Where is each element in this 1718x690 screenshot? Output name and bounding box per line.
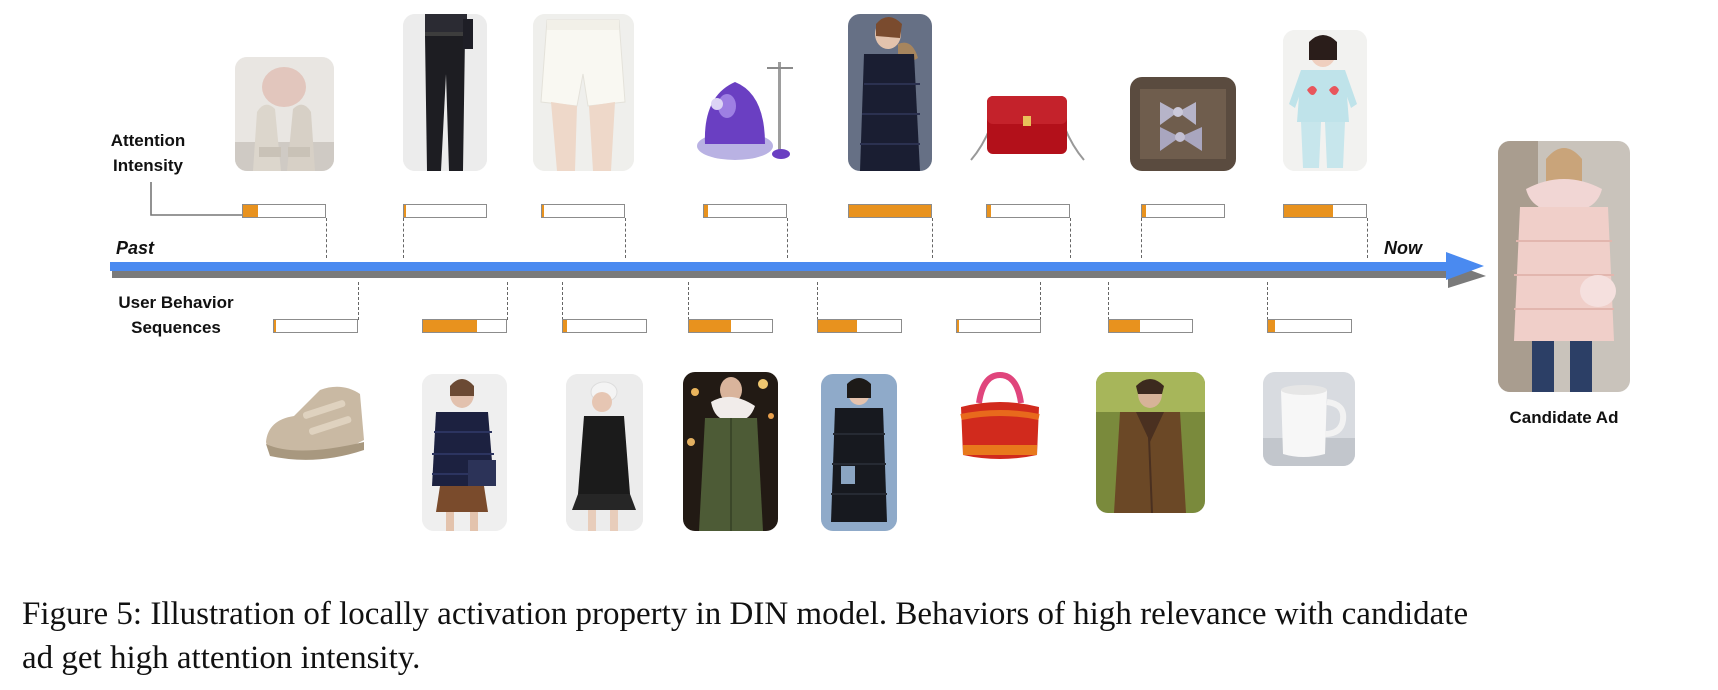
top-attention-bar-1 bbox=[242, 204, 326, 218]
figure-caption: Figure 5: Illustration of locally activa… bbox=[22, 592, 1716, 680]
bottom-connector-7 bbox=[1108, 282, 1109, 320]
hair-bows-image bbox=[1130, 77, 1236, 171]
top-attention-bar-5 bbox=[848, 204, 932, 218]
attention-fill bbox=[849, 205, 931, 217]
user-behavior-sequences-label: User Behavior Sequences bbox=[118, 293, 234, 337]
bottom-connector-5 bbox=[817, 282, 818, 320]
attention-fill bbox=[274, 320, 277, 332]
past-label: Past bbox=[116, 238, 155, 258]
attention-fill bbox=[987, 205, 992, 217]
bottom-connector-8 bbox=[1267, 282, 1268, 320]
bottom-connector-6 bbox=[1040, 282, 1041, 320]
top-connector-4 bbox=[787, 218, 788, 258]
top-attention-bar-2 bbox=[403, 204, 487, 218]
bottom-connector-2 bbox=[507, 282, 508, 320]
red-handbag-image bbox=[963, 86, 1092, 171]
white-shorts-image bbox=[533, 14, 634, 171]
bottom-attention-bar-2 bbox=[422, 319, 507, 333]
caption-line-2: ad get high attention intensity. bbox=[22, 640, 421, 676]
caption-line-1: Figure 5: Illustration of locally activa… bbox=[22, 596, 1469, 632]
top-connector-3 bbox=[625, 218, 626, 258]
attention-fill bbox=[1284, 205, 1334, 217]
top-connector-6 bbox=[1070, 218, 1071, 258]
bottom-attention-bar-4 bbox=[688, 319, 773, 333]
attention-intensity-connector bbox=[150, 182, 242, 216]
bottom-attention-bar-1 bbox=[273, 319, 358, 333]
white-mug-image bbox=[1263, 372, 1355, 466]
attention-intensity-label: Attention Intensity bbox=[110, 131, 186, 175]
attention-fill bbox=[704, 205, 709, 217]
top-attention-bar-3 bbox=[541, 204, 625, 218]
bottom-connector-1 bbox=[358, 282, 359, 320]
timeline-arrow bbox=[110, 252, 1486, 288]
attention-fill bbox=[818, 320, 857, 332]
top-connector-5 bbox=[932, 218, 933, 258]
top-attention-bar-8 bbox=[1283, 204, 1367, 218]
metallic-sneaker-image bbox=[256, 372, 373, 472]
red-orange-handbag-image bbox=[953, 371, 1047, 466]
attention-fill bbox=[404, 205, 407, 217]
bottom-connector-4 bbox=[688, 282, 689, 320]
black-trousers-image bbox=[403, 14, 487, 171]
top-connector-2 bbox=[403, 218, 404, 258]
bottom-attention-bar-3 bbox=[562, 319, 647, 333]
gloves-image bbox=[235, 57, 334, 171]
attention-fill bbox=[1268, 320, 1275, 332]
top-attention-bar-7 bbox=[1141, 204, 1225, 218]
bottom-connector-3 bbox=[562, 282, 563, 320]
attention-fill bbox=[243, 205, 258, 217]
candidate-ad-image bbox=[1498, 141, 1630, 392]
attention-fill bbox=[423, 320, 477, 332]
brown-jacket-image bbox=[1096, 372, 1205, 513]
garment-steamer-image bbox=[687, 56, 805, 171]
candidate-ad-label: Candidate Ad bbox=[1509, 408, 1619, 427]
attention-fill bbox=[563, 320, 568, 332]
kids-pajamas-image bbox=[1283, 30, 1367, 171]
black-dress-image bbox=[566, 374, 643, 531]
black-long-coat-image bbox=[821, 374, 897, 531]
attention-fill bbox=[1109, 320, 1140, 332]
attention-fill bbox=[542, 205, 545, 217]
top-connector-8 bbox=[1367, 218, 1368, 258]
olive-parka-image bbox=[683, 372, 778, 531]
top-connector-7 bbox=[1141, 218, 1142, 258]
attention-fill bbox=[689, 320, 731, 332]
bottom-attention-bar-6 bbox=[956, 319, 1041, 333]
attention-fill bbox=[1142, 205, 1147, 217]
bottom-attention-bar-8 bbox=[1267, 319, 1352, 333]
attention-fill bbox=[957, 320, 960, 332]
navy-puffer-jacket-image bbox=[422, 374, 507, 531]
top-connector-1 bbox=[326, 218, 327, 258]
top-attention-bar-6 bbox=[986, 204, 1070, 218]
now-label: Now bbox=[1384, 238, 1422, 258]
bottom-attention-bar-7 bbox=[1108, 319, 1193, 333]
navy-down-coat-image bbox=[848, 14, 932, 171]
top-attention-bar-4 bbox=[703, 204, 787, 218]
bottom-attention-bar-5 bbox=[817, 319, 902, 333]
